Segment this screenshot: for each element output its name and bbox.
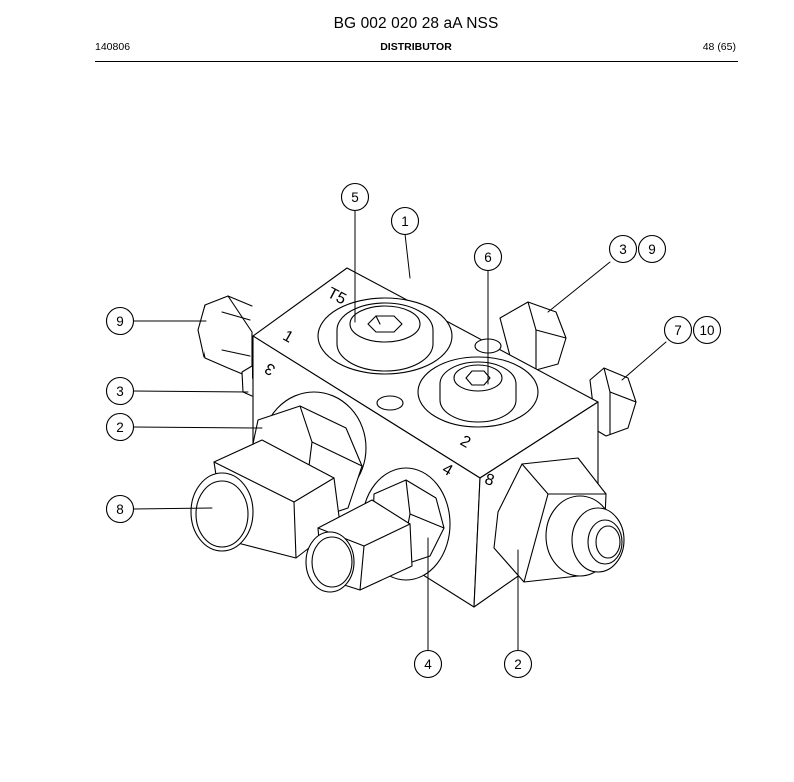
callout-1-label: 1 (401, 214, 409, 229)
callout-4-label: 4 (424, 657, 432, 672)
fitting-left-back (197, 295, 253, 397)
callout-4 (413, 649, 443, 679)
callout-9-right (637, 234, 667, 264)
fitting-right-face (493, 457, 625, 583)
document-code: 140806 (95, 41, 131, 53)
callout-1 (390, 206, 420, 236)
port-mark-t5: T5 (324, 285, 349, 309)
callout-5-label: 5 (351, 190, 359, 205)
callout-9-left (105, 306, 135, 336)
callout-7 (663, 315, 693, 345)
callout-6 (473, 242, 503, 272)
callout-9-right-label: 9 (648, 242, 656, 257)
section-title: DISTRIBUTOR (380, 41, 452, 53)
callout-6-label: 6 (484, 250, 492, 265)
callout-8 (105, 494, 135, 524)
callout-9-left-label: 9 (116, 314, 124, 329)
callout-2-left (105, 412, 135, 442)
callout-3-right-label: 3 (619, 242, 627, 257)
callout-10-label: 10 (699, 323, 714, 338)
page-number: 48 (65) (702, 41, 736, 53)
port-6-bolt (417, 356, 539, 428)
callout-2-left-label: 2 (116, 420, 124, 435)
fitting-8-assembly (190, 391, 367, 559)
document-title: BG 002 020 28 aA NSS (333, 15, 499, 32)
callout-2-bottom (503, 649, 533, 679)
callout-2-bottom-label: 2 (514, 657, 522, 672)
callout-8-label: 8 (116, 502, 124, 517)
callout-7-label: 7 (674, 323, 682, 338)
header-rule (95, 61, 738, 62)
callout-10 (692, 315, 722, 345)
callout-5 (340, 182, 370, 212)
callout-3-right (608, 234, 638, 264)
callout-3-left-label: 3 (116, 384, 124, 399)
callouts (105, 182, 722, 679)
top-port-hole (376, 395, 404, 411)
port-5-bolt (317, 297, 453, 375)
callout-3-left (105, 376, 135, 406)
leader-lines (132, 209, 667, 651)
